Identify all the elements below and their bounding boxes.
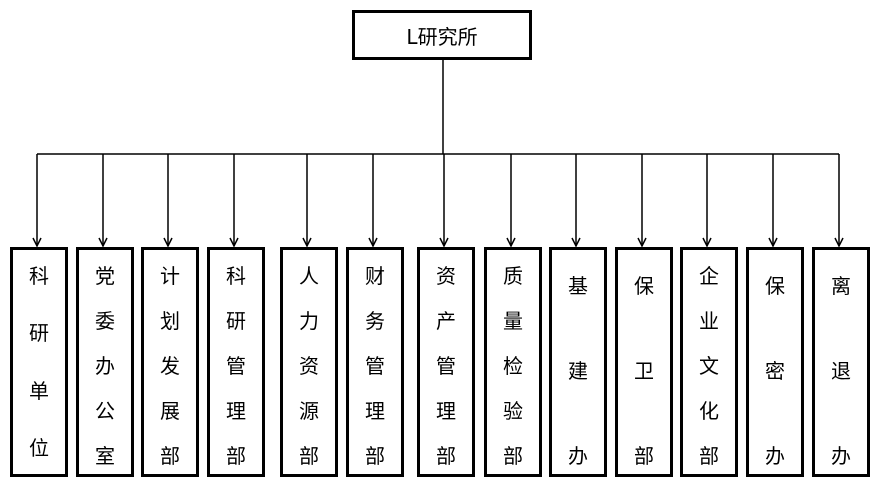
arrow-head	[229, 237, 239, 248]
arrow-head	[506, 237, 516, 248]
arrow-head	[302, 237, 312, 248]
department-label: 科研管理部	[226, 264, 246, 468]
department-label: 党委办公室	[95, 264, 115, 468]
department-label: 企业文化部	[699, 264, 719, 468]
department-label: 基建办	[568, 274, 588, 468]
arrow-head	[637, 237, 647, 248]
department-label: 资产管理部	[436, 264, 456, 468]
root-node: L研究所	[352, 10, 532, 60]
department-box: 保密办	[746, 247, 804, 477]
arrow-head	[768, 237, 778, 248]
department-box: 离退办	[812, 247, 870, 477]
department-label: 质量检验部	[503, 264, 523, 468]
department-label: 财务管理部	[365, 264, 385, 468]
arrow-head	[32, 237, 42, 248]
department-label: 保密办	[765, 274, 785, 468]
arrow-head	[163, 237, 173, 248]
department-box: 人力资源部	[280, 247, 338, 477]
department-box: 计划发展部	[141, 247, 199, 477]
arrow-head	[439, 237, 449, 248]
department-box: 财务管理部	[346, 247, 404, 477]
department-box: 科研单位	[10, 247, 68, 477]
arrow-head	[98, 237, 108, 248]
arrow-head	[702, 237, 712, 248]
department-label: 离退办	[831, 274, 851, 468]
department-box: 保卫部	[615, 247, 673, 477]
department-box: 科研管理部	[207, 247, 265, 477]
arrow-head	[368, 237, 378, 248]
department-label: 人力资源部	[299, 264, 319, 468]
department-box: 基建办	[549, 247, 607, 477]
department-label: 保卫部	[634, 274, 654, 468]
department-box: 资产管理部	[417, 247, 475, 477]
department-label: 科研单位	[29, 264, 49, 460]
root-label: L研究所	[406, 24, 478, 49]
department-box: 企业文化部	[680, 247, 738, 477]
arrow-head	[571, 237, 581, 248]
department-box: 党委办公室	[76, 247, 134, 477]
department-box: 质量检验部	[484, 247, 542, 477]
department-label: 计划发展部	[160, 264, 180, 468]
arrow-head	[834, 237, 844, 248]
